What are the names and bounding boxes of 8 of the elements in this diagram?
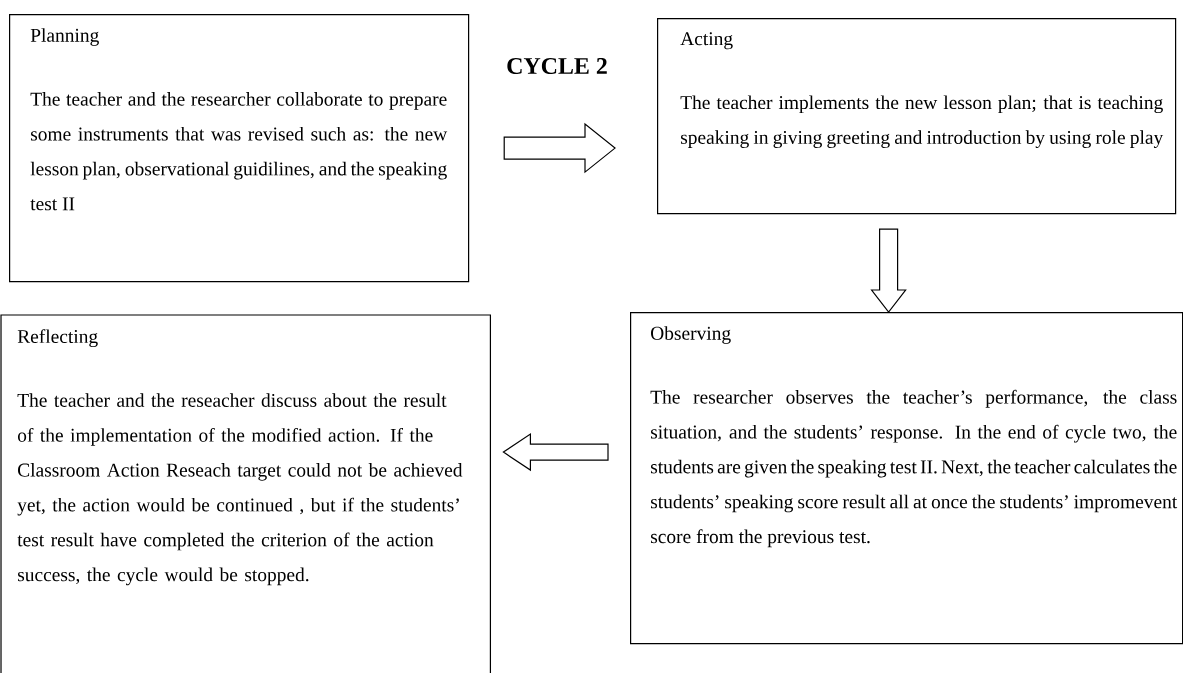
process-box: Observing The researcher observes the teacher’s performance, the class situation, and the students’ response. In the end of cycle two, the students are given the speaking test II. Next, the teacher calculates the students’ speaking score result all at once the students’ impromevent score from the previous test.	[630, 312, 1183, 645]
process-box: Reflecting The teacher and the reseacher discuss about the result of the implementation of the modified action. If the Classroom Action Reseach target could not be achieved yet, the action would be continued , but if the students’ test result have completed the criterion of the action success, the cycle would be stopped.	[0, 314, 491, 673]
block-arrow	[870, 228, 907, 313]
cycle-heading: CYCLE 2	[507, 57, 607, 75]
process-box: Acting The teacher implements the new lesson plan; that is teaching speaking in giving greeting and introduction by using role play	[657, 18, 1177, 215]
block-arrow	[503, 122, 616, 174]
process-box: Planning The teacher and the researcher collaborate to prepare some instruments that was revised such as: the new lesson plan, observational guidilines, and the speaking test II	[9, 14, 470, 283]
block-arrow	[502, 432, 609, 472]
